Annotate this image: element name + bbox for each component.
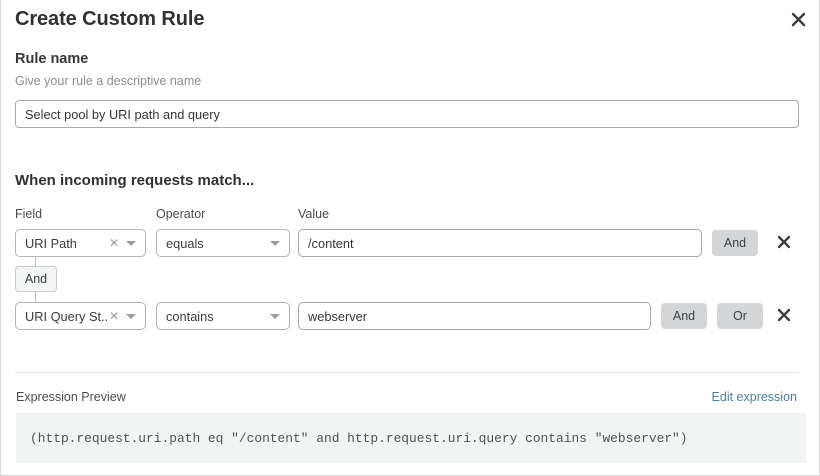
page-title: Create Custom Rule xyxy=(15,8,205,30)
chevron-down-icon[interactable] xyxy=(121,235,141,251)
expression-preview-label: Expression Preview xyxy=(16,390,126,404)
and-button-row-1[interactable]: And xyxy=(712,230,758,256)
expression-preview-box: (http.request.uri.path eq "/content" and… xyxy=(16,413,806,463)
close-icon xyxy=(777,308,791,325)
field-select-row-2[interactable]: URI Query St... ✕ xyxy=(15,302,146,330)
group-and-chip[interactable]: And xyxy=(15,266,57,292)
and-button-row-2[interactable]: And xyxy=(661,303,707,329)
close-dialog-button[interactable] xyxy=(785,6,811,32)
value-input-row-1[interactable] xyxy=(298,229,702,257)
delete-row-button-row-1[interactable] xyxy=(773,232,795,254)
operator-select-value-row-2: contains xyxy=(166,308,214,324)
edit-expression-link[interactable]: Edit expression xyxy=(711,390,797,404)
group-connector-line-top xyxy=(35,257,36,267)
column-header-field: Field xyxy=(15,207,43,221)
operator-select-value-row-1: equals xyxy=(166,235,204,251)
field-select-row-1[interactable]: URI Path ✕ xyxy=(15,229,146,257)
column-header-value: Value xyxy=(298,207,330,221)
rule-name-label: Rule name xyxy=(15,51,89,67)
chevron-down-icon[interactable] xyxy=(265,235,285,251)
or-button-row-2[interactable]: Or xyxy=(717,303,763,329)
close-small-icon[interactable]: ✕ xyxy=(108,309,120,323)
operator-select-row-2[interactable]: contains xyxy=(156,302,290,330)
field-select-value-row-2: URI Query St... xyxy=(25,308,107,324)
column-header-operator: Operator xyxy=(156,207,206,221)
field-select-value-row-1: URI Path xyxy=(25,235,77,251)
expression-preview-code: (http.request.uri.path eq "/content" and… xyxy=(30,430,688,446)
rule-name-description: Give your rule a descriptive name xyxy=(15,74,202,88)
match-section-heading: When incoming requests match... xyxy=(15,172,255,189)
close-icon xyxy=(777,235,791,252)
close-icon xyxy=(791,12,806,27)
chevron-down-icon[interactable] xyxy=(121,308,141,324)
close-small-icon[interactable]: ✕ xyxy=(108,236,120,250)
group-connector-line-bottom xyxy=(35,292,36,302)
section-divider xyxy=(15,372,799,373)
chevron-down-icon[interactable] xyxy=(265,308,285,324)
rule-name-input[interactable] xyxy=(15,100,799,128)
value-input-row-2[interactable] xyxy=(298,302,651,330)
delete-row-button-row-2[interactable] xyxy=(773,305,795,327)
operator-select-row-1[interactable]: equals xyxy=(156,229,290,257)
